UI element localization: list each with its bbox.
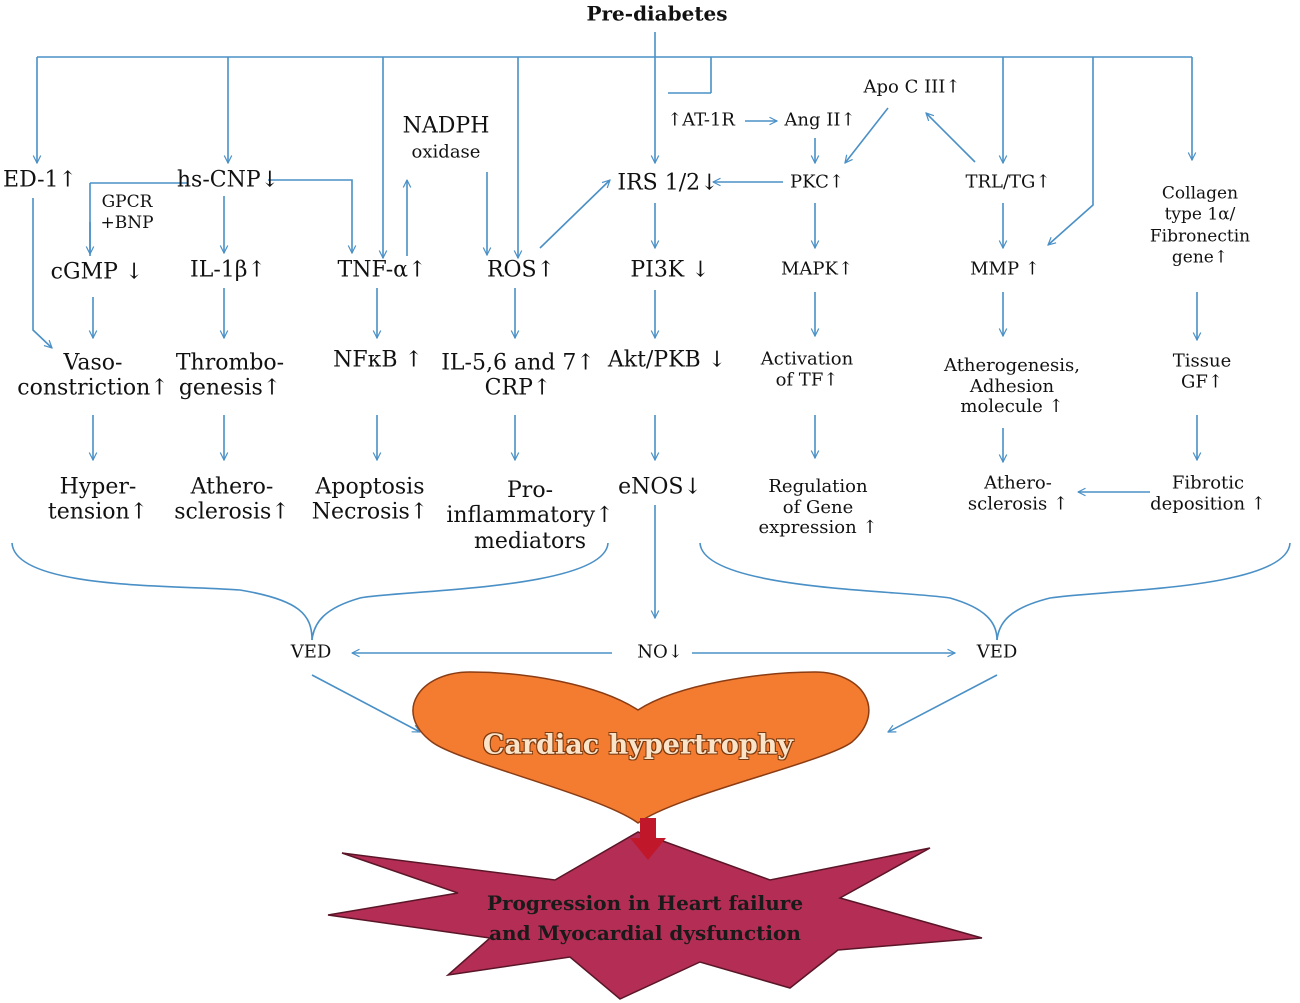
node-nadph: NADPH <box>402 113 490 139</box>
node-ved-left: VED <box>290 641 332 663</box>
connector-arrow <box>311 674 420 733</box>
connector-arrow <box>32 198 52 348</box>
node-ros: ROS↑ <box>486 257 556 283</box>
connector-arrow <box>1048 57 1094 245</box>
left-brace-right <box>311 542 609 641</box>
node-il567-crp: IL-5,6 and 7↑ CRP↑ <box>441 350 595 401</box>
connector-arrow <box>539 180 610 249</box>
node-gpcr-bnp: GPCR +BNP <box>100 191 154 233</box>
node-mmp: MMP ↑ <box>970 258 1040 280</box>
node-collagen: Collagen type 1α/ Fibronectin gene↑ <box>1149 183 1251 268</box>
node-regulation-gene: Regulation of Gene expression ↑ <box>758 475 878 539</box>
node-trl-tg: TRL/TG↑ <box>965 171 1051 193</box>
node-at1r: ↑AT-1R <box>667 109 735 131</box>
starburst-label: Progression in Heart failure and Myocard… <box>486 891 804 945</box>
connector-arrow <box>268 179 352 253</box>
node-tissue-gf: Tissue GF↑ <box>1172 350 1232 392</box>
right-brace-left <box>699 542 998 641</box>
node-tnf-alpha: TNF-α↑ <box>337 257 427 283</box>
node-il1b: IL-1β↑ <box>190 257 266 283</box>
node-nfkb: NFκB ↑ <box>333 347 423 373</box>
node-ved-right: VED <box>976 641 1018 663</box>
node-irs: IRS 1/2↓ <box>617 170 719 196</box>
heart-label: Cardiac hypertrophy <box>482 729 794 761</box>
red-down-arrow <box>630 818 666 860</box>
node-thrombogenesis: Thrombo- genesis↑ <box>175 350 285 401</box>
pre-diabetes-title: Pre-diabetes <box>586 1 728 26</box>
node-ang-ii: Ang II↑ <box>784 109 856 131</box>
node-fibrotic: Fibrotic deposition ↑ <box>1150 472 1266 514</box>
heart-shape <box>412 671 870 824</box>
node-apo-c-iii: Apo C III↑ <box>863 76 961 98</box>
node-mapk: MAPK↑ <box>780 258 854 280</box>
node-hypertension: Hyper- tension↑ <box>47 474 149 525</box>
node-apoptosis: Apoptosis Necrosis↑ <box>311 474 429 525</box>
connector-arrow <box>888 674 998 733</box>
connector-lines <box>11 32 1291 733</box>
left-brace <box>11 542 313 641</box>
node-no: NO↓ <box>637 641 683 663</box>
node-pro-inflammatory: Pro- inflammatory↑ mediators <box>446 478 614 554</box>
node-cgmp: cGMP ↓ <box>50 259 144 285</box>
node-atherosclerosis-2: Athero- sclerosis ↑ <box>967 472 1069 514</box>
node-atherogenesis: Atherogenesis, Adhesion molecule ↑ <box>944 354 1080 418</box>
connector-arrow <box>926 113 976 163</box>
connector-arrow <box>845 107 889 163</box>
node-atherosclerosis-1: Athero- sclerosis↑ <box>174 474 290 525</box>
node-pi3k: PI3K ↓ <box>630 257 710 283</box>
node-hs-cnp: hs-CNP↓ <box>176 167 280 193</box>
starburst-shape <box>327 831 983 1000</box>
node-akt-pkb: Akt/PKB ↓ <box>607 347 727 373</box>
node-activation-tf: Activation of TF↑ <box>760 348 854 390</box>
node-ed1: ED-1↑ <box>3 167 77 193</box>
node-vasoconstriction: Vaso- constriction↑ <box>17 350 169 401</box>
node-oxidase: oxidase <box>411 141 481 163</box>
right-brace <box>996 542 1291 641</box>
node-enos: eNOS↓ <box>618 474 702 500</box>
node-pkc: PKC↑ <box>790 171 844 193</box>
